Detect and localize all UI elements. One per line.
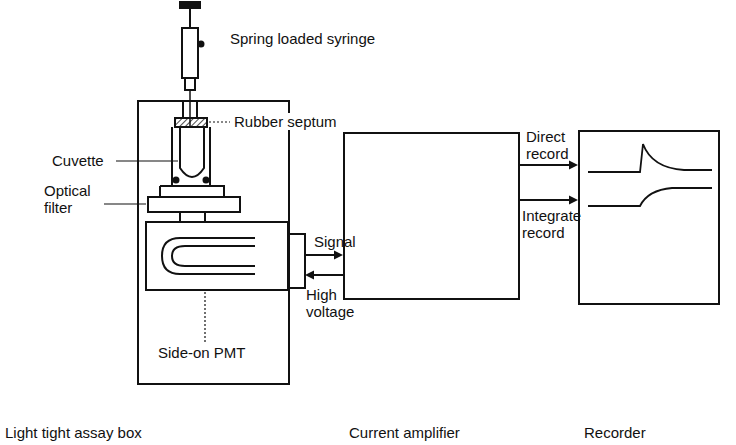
light-path: [179, 212, 181, 222]
box-heading: Recorder: [584, 424, 646, 441]
signal-arrow: [305, 251, 343, 260]
edge-label: Integrate record: [522, 207, 582, 242]
part-label: Optical filter: [44, 182, 106, 217]
syringe-hub: [185, 78, 195, 90]
syringe-spring-catch: [199, 42, 204, 47]
pmt-tube: [162, 238, 255, 274]
optical-filter: [148, 197, 240, 212]
holder-base: [160, 186, 224, 196]
leader-line: [204, 292, 205, 342]
leader-line: [104, 203, 146, 204]
edge-label: Signal: [314, 233, 356, 250]
box-heading: Current amplifier: [349, 424, 460, 441]
signal-arrow: [305, 271, 343, 280]
pmt-dynode: [172, 246, 255, 266]
leader-line: [116, 160, 178, 161]
part-label: Spring loaded syringe: [230, 30, 375, 47]
light-path: [204, 212, 206, 222]
equipment-box: Current amplifier: [343, 132, 520, 300]
plunger-thumb: [180, 2, 200, 8]
entry-port: [196, 100, 198, 118]
box-heading: Light tight assay box: [5, 424, 142, 441]
direct-trace: [588, 144, 712, 172]
rubber-septum: [175, 118, 207, 127]
cuvette-holder: [171, 127, 173, 186]
cuvette-holder: [209, 127, 211, 186]
part-label: Side-on PMT: [158, 344, 246, 361]
leader-line: [209, 121, 230, 122]
holder-dot: [174, 178, 179, 183]
equipment-box: Light tight assay box: [137, 100, 290, 385]
part-label: Rubber septum: [232, 113, 339, 130]
pmt-housing: [146, 222, 288, 290]
pmt-connector: [288, 234, 305, 288]
integrate-trace: [588, 188, 712, 206]
part-label: Cuvette: [52, 152, 104, 169]
holder-base: [159, 186, 161, 196]
syringe-barrel: [182, 28, 198, 78]
signal-arrow: [520, 196, 578, 205]
plunger-rod: [189, 8, 191, 28]
edge-label: High voltage: [306, 286, 362, 321]
holder-dot: [204, 178, 209, 183]
cuvette: [180, 127, 204, 177]
edge-label: Direct record: [526, 128, 580, 163]
equipment-box: Recorder: [578, 130, 720, 305]
entry-port: [182, 100, 184, 118]
